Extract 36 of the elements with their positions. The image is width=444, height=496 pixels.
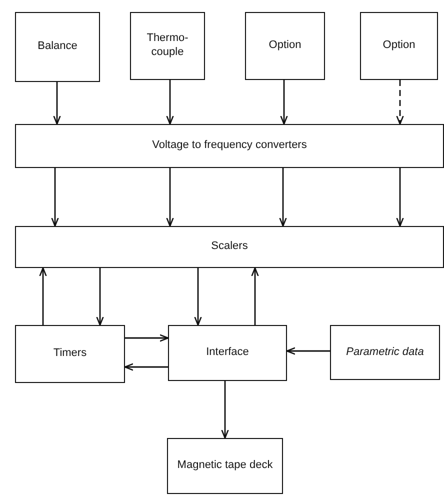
process-box xyxy=(245,12,325,80)
scaler-bar xyxy=(15,226,444,268)
arrow xyxy=(251,267,259,325)
box-label: Voltage to frequency converters xyxy=(152,139,307,153)
arrow xyxy=(53,82,61,125)
arrow xyxy=(39,267,47,325)
box-label: Scalers xyxy=(211,240,248,254)
arrow xyxy=(221,381,229,439)
box-label: Option xyxy=(268,39,302,53)
arrow xyxy=(286,347,330,355)
arrow xyxy=(166,168,174,227)
process-box xyxy=(15,12,100,82)
process-box xyxy=(167,438,283,494)
box-label: Thermo-couple xyxy=(146,32,190,60)
arrow xyxy=(194,268,202,326)
box-label: Balance xyxy=(38,40,78,54)
arrow xyxy=(396,168,404,227)
process-box xyxy=(330,325,440,380)
arrow xyxy=(279,168,287,227)
box-label: Option xyxy=(382,39,416,53)
arrow xyxy=(125,334,169,342)
process-box xyxy=(15,325,125,383)
process-box xyxy=(360,12,438,80)
arrow xyxy=(124,363,168,371)
arrow xyxy=(166,80,174,125)
process-box xyxy=(130,12,205,80)
process-box xyxy=(168,325,287,381)
arrow xyxy=(280,80,288,125)
box-label: Timers xyxy=(53,347,87,361)
box-label: Magnetic tape deck xyxy=(177,459,273,473)
box-label: Parametric data xyxy=(346,346,424,360)
box-label: Interface xyxy=(206,346,249,360)
arrow xyxy=(96,268,104,326)
arrow xyxy=(51,168,59,227)
converter-bar xyxy=(15,124,444,168)
arrow xyxy=(396,80,404,125)
